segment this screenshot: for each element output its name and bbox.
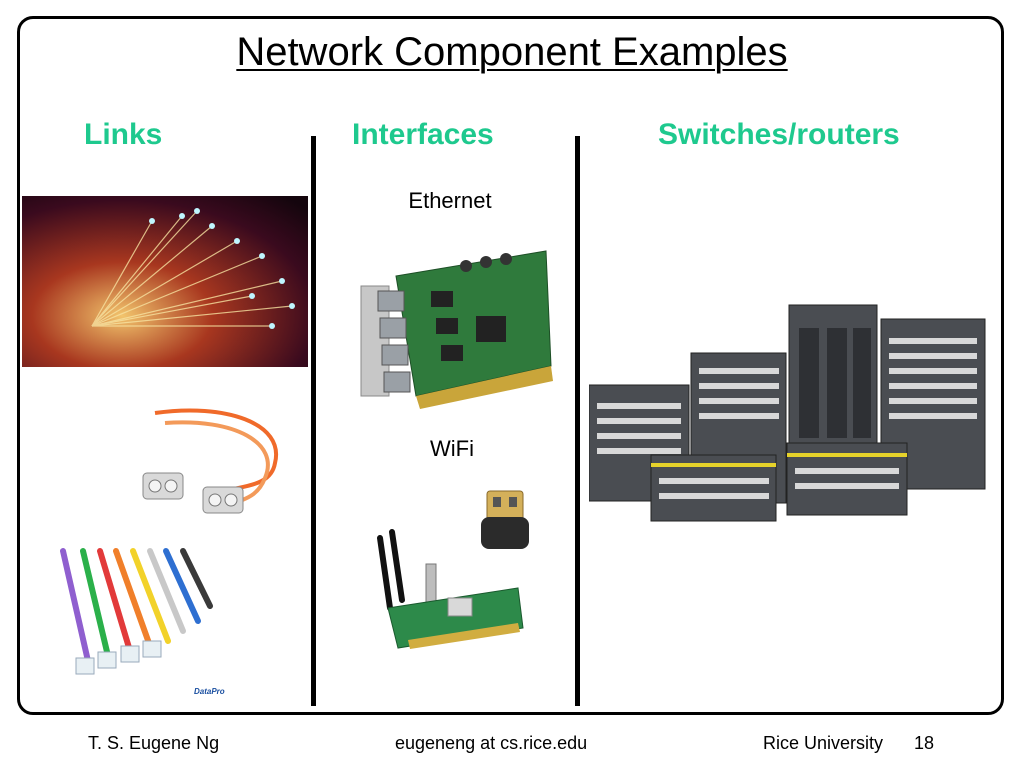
column-divider-left (311, 136, 316, 706)
heading-interfaces: Interfaces (352, 118, 494, 151)
footer-page-number: 18 (914, 733, 935, 753)
label-wifi: WiFi (430, 436, 474, 461)
ethernet-card-image (360, 250, 553, 409)
footer-author: T. S. Eugene Ng (88, 733, 220, 753)
datapro-logo: DataPro (194, 687, 225, 696)
heading-links: Links (84, 118, 163, 151)
switches-routers-image (589, 304, 986, 522)
ethernet-cables-image: DataPro (60, 548, 225, 696)
heading-switches-routers: Switches/routers (658, 118, 900, 151)
column-divider-right (575, 136, 580, 706)
usb-wifi-adapter-image (481, 490, 529, 549)
footer-institution: Rice University (763, 733, 884, 753)
label-ethernet: Ethernet (408, 188, 492, 213)
fiber-patch-cable-image (142, 408, 279, 514)
slide-title: Network Component Examples (236, 30, 788, 74)
footer-email: eugeneng at cs.rice.edu (395, 733, 588, 753)
wifi-card-image (377, 529, 524, 649)
fiber-optic-image (22, 196, 308, 367)
